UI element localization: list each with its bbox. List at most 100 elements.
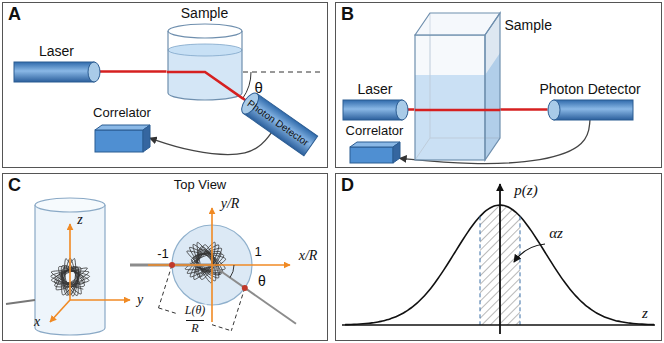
- label: 1: [254, 245, 261, 259]
- photon-detector: Photon Detector: [239, 90, 318, 156]
- label: Top View: [174, 178, 227, 192]
- laser-beam: [100, 70, 167, 73]
- polymer-coil: [185, 242, 226, 283]
- z-axis: [69, 224, 71, 300]
- bin-edge: [480, 216, 481, 325]
- box-top: [95, 125, 150, 130]
- angle-arc: [243, 72, 251, 98]
- label: y/R: [221, 196, 240, 211]
- sample-cuvette-shape: [415, 13, 500, 160]
- cuvette-front: [415, 35, 485, 160]
- laser: Laser: [14, 62, 100, 82]
- laser-shape: [14, 62, 100, 82]
- cylinder-body: [343, 100, 402, 120]
- laser: Laser: [343, 100, 408, 120]
- label: L(θ): [184, 304, 207, 317]
- panel-letter: B: [341, 4, 354, 25]
- label: z: [642, 305, 648, 322]
- device-label: Laser: [39, 43, 74, 59]
- box-top: [350, 142, 400, 147]
- cylinder-wall: [168, 31, 242, 100]
- callout-arrow: [514, 244, 545, 262]
- p-axis: [499, 184, 501, 334]
- label: x/R: [299, 248, 318, 263]
- panel: ALaserSamplePhoton DetectorCorrelator: [2, 2, 328, 168]
- box-side: [143, 125, 150, 152]
- length-bracket: [159, 308, 179, 314]
- sample-cylinder: Sample: [167, 24, 243, 100]
- device-label: Correlator: [93, 106, 151, 121]
- bin-edge: [520, 216, 521, 325]
- device-label: Photon Detector: [539, 81, 640, 97]
- cylinder-body: [554, 100, 633, 120]
- panel-letter: D: [341, 175, 354, 196]
- label: θ: [254, 80, 262, 97]
- reference-line: [243, 72, 322, 73]
- label: y: [137, 292, 143, 307]
- panel-letter: C: [8, 175, 21, 196]
- angle-arc: [230, 265, 234, 278]
- device-label: Sample: [505, 17, 552, 33]
- z-axis: [342, 324, 655, 326]
- x-axis: [50, 300, 70, 322]
- label: -1: [157, 247, 169, 261]
- correlator-shape: [95, 125, 150, 152]
- panel-letter: A: [8, 4, 21, 25]
- box-side: [393, 142, 400, 163]
- scattered-beam: [212, 265, 296, 324]
- guide-line: [159, 265, 173, 308]
- laser-beam: [408, 108, 415, 111]
- laser-beam: [500, 108, 548, 111]
- sample-cylinder-shape: [167, 24, 243, 100]
- exit-point: [242, 285, 248, 291]
- polymer-chain: [185, 242, 226, 283]
- label: z: [77, 212, 82, 227]
- y-axis: [211, 208, 213, 322]
- cylinder-body: [14, 62, 94, 82]
- device-label: Photon Detector: [245, 98, 311, 149]
- signal-cable: [150, 133, 272, 154]
- panel: D: [335, 173, 662, 341]
- photon-detector: Photon Detector: [548, 100, 633, 120]
- cylinder-rim: [168, 24, 242, 38]
- cylinder-cap: [396, 100, 408, 120]
- beam-line: [6, 300, 35, 304]
- fraction-bar: [186, 320, 204, 321]
- cylinder-body: [243, 94, 317, 156]
- y-axis: [70, 299, 130, 301]
- device-label: Sample: [181, 5, 228, 21]
- box-front: [350, 147, 393, 163]
- cylinder-cap: [548, 100, 560, 120]
- entry-point: [169, 262, 175, 268]
- box-front: [95, 130, 143, 152]
- label: θ: [258, 274, 266, 289]
- correlator: Correlator: [350, 142, 400, 163]
- device-label: Correlator: [346, 124, 404, 139]
- correlator-shape: [350, 142, 400, 163]
- cuvette-side: [485, 13, 500, 160]
- label: αz: [549, 225, 563, 242]
- liquid-surface: [168, 44, 242, 56]
- laser-beam: [167, 72, 243, 99]
- correlator: Correlator: [95, 125, 150, 152]
- label: x: [34, 314, 40, 329]
- photon-detector-shape: [548, 100, 633, 120]
- laser-beam: [415, 108, 500, 111]
- cylinder-top: [35, 198, 105, 212]
- liquid: [168, 44, 242, 100]
- guide-line: [231, 288, 245, 331]
- panel: BSampleLaserPhoton DetectorCorrelator: [335, 2, 662, 168]
- cuvette-back: [415, 13, 500, 160]
- laser-shape: [343, 100, 408, 120]
- sample-cylinder: [35, 205, 105, 335]
- length-bracket: [212, 325, 231, 331]
- sample-cuvette: Sample: [415, 13, 500, 160]
- label: R: [190, 322, 199, 335]
- cylinder-cap: [88, 62, 100, 82]
- device-label: Laser: [357, 81, 392, 97]
- label: p(z): [514, 182, 537, 199]
